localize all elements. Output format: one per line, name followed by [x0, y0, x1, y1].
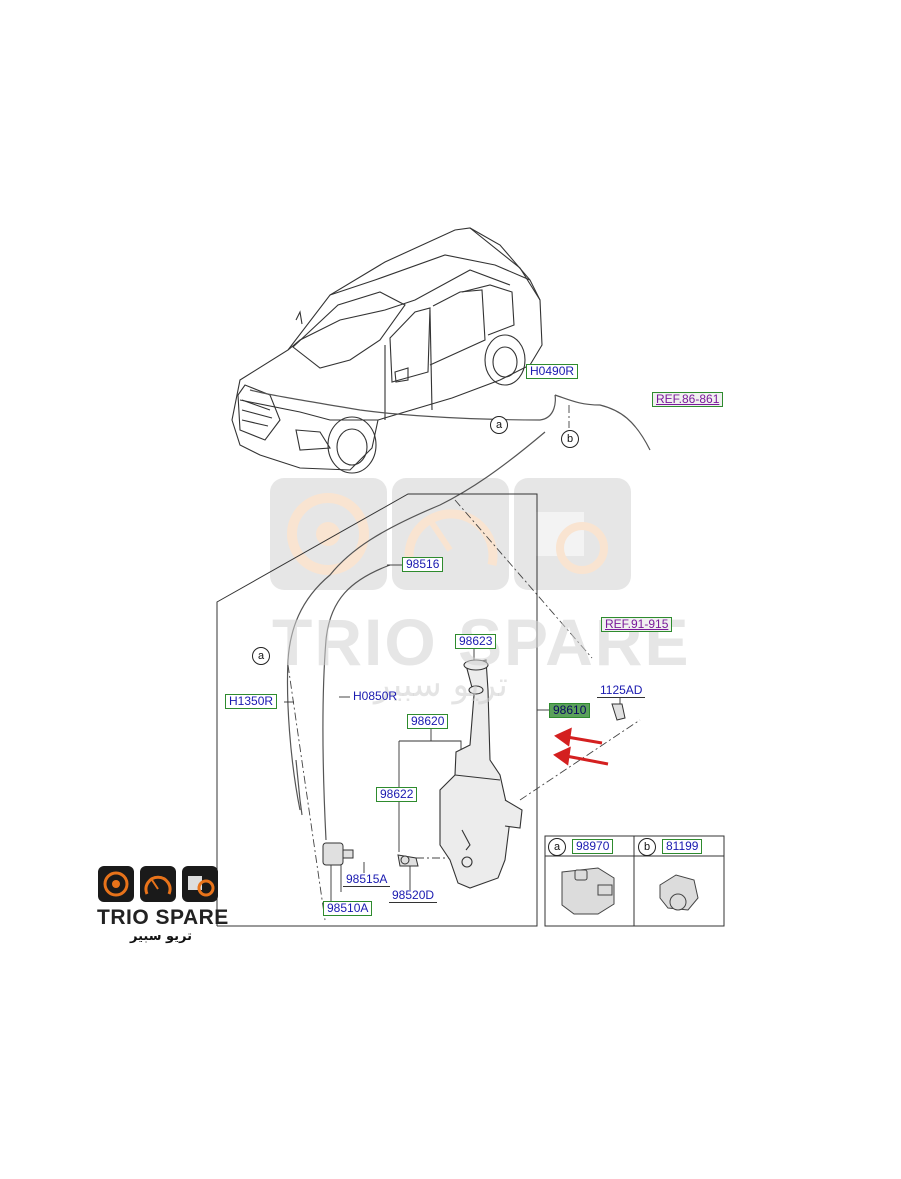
label-h0490r[interactable]: H0490R — [526, 364, 579, 379]
red-arrows — [553, 727, 609, 766]
washer-pump — [322, 703, 626, 867]
label-98520d[interactable]: 98520D — [389, 889, 438, 903]
hose-lines — [249, 389, 651, 841]
label-81199[interactable]: 81199 — [662, 839, 703, 854]
watermark-icons — [270, 478, 631, 590]
washer-reservoir — [439, 659, 523, 889]
vehicle-illustration — [231, 227, 543, 474]
callout-a-inset: a — [252, 647, 270, 665]
label-ref-86-861[interactable]: REF.86-861 — [652, 392, 724, 407]
clip-table — [544, 835, 725, 927]
label-98620[interactable]: 98620 — [407, 714, 449, 729]
callout-a-table: a — [548, 838, 566, 856]
label-h0850r[interactable]: H0850R — [353, 689, 398, 703]
label-h1350r[interactable]: H1350R — [225, 694, 278, 709]
clip-drawings — [561, 867, 699, 915]
logo-arabic: تريو سبير — [130, 929, 193, 944]
label-98516[interactable]: 98516 — [402, 557, 444, 572]
watermark-arabic: تريو سبير — [374, 665, 508, 705]
label-98610[interactable]: 98610 — [549, 703, 591, 718]
callout-a-top: a — [490, 416, 508, 434]
label-1125ad[interactable]: 1125AD — [597, 684, 646, 698]
label-ref-91-915[interactable]: REF.91-915 — [601, 617, 673, 632]
label-98622[interactable]: 98622 — [376, 787, 418, 802]
label-98623[interactable]: 98623 — [455, 634, 497, 649]
callout-b-table: b — [638, 838, 656, 856]
label-98515a[interactable]: 98515A — [343, 873, 391, 887]
logo-icons — [98, 866, 218, 902]
label-98970[interactable]: 98970 — [572, 839, 614, 854]
label-98510a[interactable]: 98510A — [323, 901, 373, 916]
inset-frame — [216, 493, 538, 927]
logo-brand: TRIO SPARE — [97, 906, 229, 929]
callout-b-top: b — [561, 430, 579, 448]
